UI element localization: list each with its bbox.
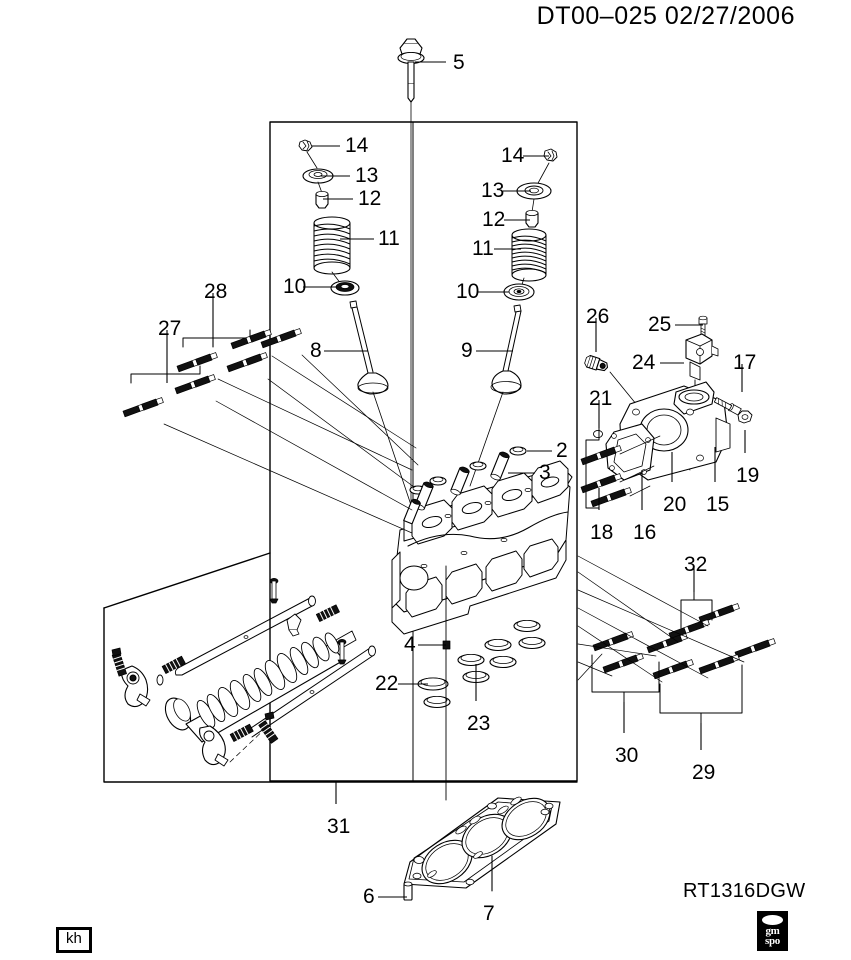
callout-19-water-outlet-nut: 19 xyxy=(736,464,760,487)
gm-spo-logo: gm spo xyxy=(757,911,788,951)
callout-20-thermostat-housing-gasket: 20 xyxy=(663,493,687,516)
part-3-valve-guides xyxy=(403,451,510,525)
callout-24-coolant-outlet-fitting: 24 xyxy=(632,351,656,374)
callout-4-dowel-pin-head: 4 xyxy=(404,633,416,656)
callout-26-coolant-temperature-sensor: 26 xyxy=(586,305,610,328)
callout-15-thermostat-housing: 15 xyxy=(706,493,730,516)
callout-12-valve-stem-seal-right: 12 xyxy=(482,208,506,231)
callout-18-stud-bolt-group-18: 18 xyxy=(590,521,614,544)
part-8-intake-valve xyxy=(349,300,389,395)
stud-group-29-30-32 xyxy=(577,555,777,724)
part-31-camshaft-assembly xyxy=(111,578,376,767)
callout-14-valve-key-left: 14 xyxy=(345,134,369,157)
logo-ellipse xyxy=(762,915,783,925)
callout-5-cylinder-head-bolt: 5 xyxy=(453,51,465,74)
part-11-spring-right xyxy=(511,228,547,282)
callout-6-dowel-pin-block: 6 xyxy=(363,885,375,908)
part-11-spring-left xyxy=(313,216,351,275)
callout-17-water-outlet-bolt: 17 xyxy=(733,351,757,374)
part-1-cylinder-head-casting xyxy=(391,460,573,635)
part-5-cylinder-head-bolt xyxy=(397,38,425,123)
part-16-water-outlet-gasket xyxy=(605,423,655,481)
rocker-arm-lower xyxy=(199,725,229,767)
drawing-header-code: DT00–025 02/27/2006 xyxy=(536,2,795,30)
callout-14-valve-key-right: 14 xyxy=(501,144,525,167)
callout-21-stud-bolt-group-21: 21 xyxy=(589,387,613,410)
callout-10-valve-spring-seat-left: 10 xyxy=(283,275,307,298)
callout-13-valve-spring-retainer-right: 13 xyxy=(481,179,505,202)
seal-rings-22-23 xyxy=(417,619,546,709)
callout-2-valve-guide-seal: 2 xyxy=(556,439,568,462)
part-6-dowel-pin-block xyxy=(403,881,413,901)
part-24-coolant-outlet xyxy=(685,333,719,381)
callout-27-stud-bolt-group-27: 27 xyxy=(158,317,182,340)
callout-10-valve-spring-seat-right: 10 xyxy=(456,280,480,303)
upper-panel-frame xyxy=(269,121,578,782)
callout-22-camshaft-seal-ring: 22 xyxy=(375,672,399,695)
valve-stack-right xyxy=(469,148,558,487)
callout-11-valve-spring-left: 11 xyxy=(378,227,400,250)
thermostat-housing-assembly xyxy=(580,315,753,509)
initials-box: kh xyxy=(56,927,92,953)
callout-3-valve-guide: 3 xyxy=(539,461,551,484)
callout-16-water-outlet-gasket: 16 xyxy=(633,521,657,544)
callout-13-valve-spring-retainer-left: 13 xyxy=(355,164,379,187)
lower-panel-frame xyxy=(103,552,578,783)
callout-8-intake-valve: 8 xyxy=(310,339,322,362)
part-2-valve-guide-seals xyxy=(409,446,527,495)
callout-leaders xyxy=(166,61,746,898)
callout-11-valve-spring-right: 11 xyxy=(472,237,494,260)
callout-29-stud-bolt-group-29: 29 xyxy=(692,761,716,784)
callout-12-valve-stem-seal-left: 12 xyxy=(358,187,382,210)
callout-9-exhaust-valve: 9 xyxy=(461,339,473,362)
callout-28-stud-bolt-group-28: 28 xyxy=(204,280,228,303)
callout-23-seal-ring-set: 23 xyxy=(467,712,491,735)
drawing-number: RT1316DGW xyxy=(683,880,806,902)
logo-text-gm: gm xyxy=(765,925,780,937)
part-7-cylinder-head-gasket xyxy=(403,796,561,889)
callout-32-stud-bolt-group-32: 32 xyxy=(684,553,708,576)
callout-30-stud-bolt-group-30: 30 xyxy=(615,744,639,767)
valve-stack-left xyxy=(298,139,413,509)
rocker-arm-upper xyxy=(121,665,151,708)
camshaft xyxy=(164,630,357,743)
logo-text-spo: spo xyxy=(765,935,780,947)
callout-25-thermostat-housing-bolt: 25 xyxy=(648,313,672,336)
callout-7-cylinder-head-gasket: 7 xyxy=(483,902,495,925)
part-9-exhaust-valve xyxy=(490,304,522,395)
callout-31-camshaft-and-rocker-assembly: 31 xyxy=(327,815,351,838)
